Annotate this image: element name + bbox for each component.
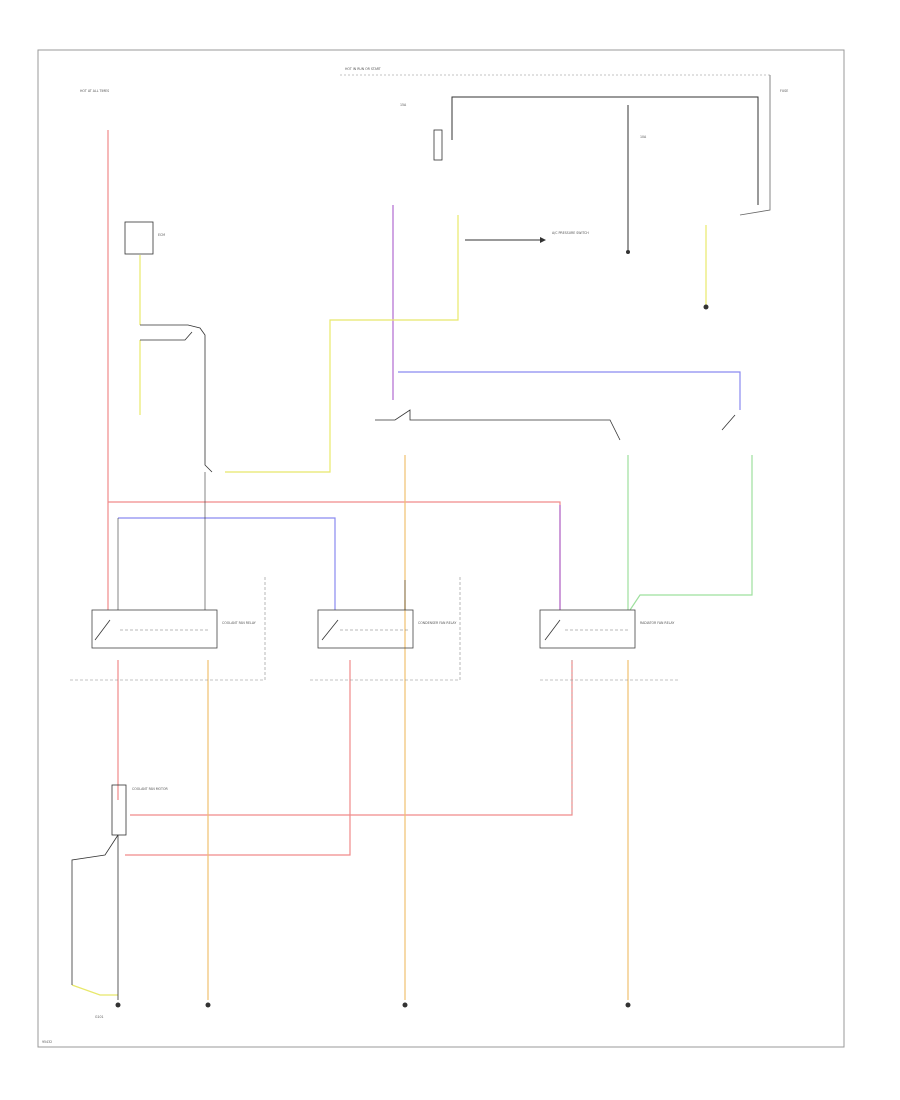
wire-dark-switch [375,409,621,441]
wire-yellow-top [225,215,459,473]
label-ac-pressure-switch: A/C PRESSURE SWITCH [552,231,589,235]
ground-1 [115,1002,121,1008]
fan-motor-connector [111,784,127,836]
label-hot-at-all-times: HOT AT ALL TIMES [80,89,109,93]
label-part-id: 95432 [42,1040,52,1044]
wire-yellow-bottom-left [71,984,118,996]
label-fuse-15a: 15A [400,103,407,107]
ground-3 [402,1002,408,1008]
relay-box-2 [317,609,414,649]
module-boundary-1 [70,575,266,681]
connector-arrow [540,237,546,243]
fan-motor-wires [71,834,119,985]
ground-6 [626,250,630,254]
relay-contact-3 [544,619,561,641]
wire-red-to-middle [125,660,351,856]
module-boundary-2 [310,575,461,681]
relay-box-3 [539,609,636,649]
label-condenser-fan-relay: CONDENSER FAN RELAY [418,621,456,625]
label-fuse-10a: 10A [640,135,647,139]
diagram-frame [37,49,845,1048]
wire-dark-switch-right [721,414,736,431]
wire-dark-ecm2 [140,331,193,341]
relay-contact-2 [321,619,339,641]
label-coolant-fan-motor: COOLANT FAN MOTOR [132,787,168,791]
label-fuse: FUSE [780,89,788,93]
wire-red-to-right [130,660,573,816]
wire-blue-lower [118,517,336,610]
label-hot-in-run-start: HOT IN RUN OR START [345,67,381,71]
fuse-top-left [433,129,443,161]
label-coolant-fan-relay: COOLANT FAN RELAY [222,621,256,625]
label-ground: G101 [95,1015,104,1019]
label-radiator-fan-relay: RADIATOR FAN RELAY [640,621,674,625]
relay-box-1 [91,609,218,649]
label-ecm: ECM [158,233,165,237]
relay-contact-1 [94,619,111,641]
wire-dark-top2 [739,75,771,216]
wire-green-2 [629,455,753,611]
ground-2 [205,1002,211,1008]
wire-dark-ecm [140,324,213,473]
ground-5 [703,304,709,310]
wire-dark-top [451,96,759,205]
ecm-box [124,221,154,255]
ground-4 [625,1002,631,1008]
wire-blue-upper [398,371,741,410]
